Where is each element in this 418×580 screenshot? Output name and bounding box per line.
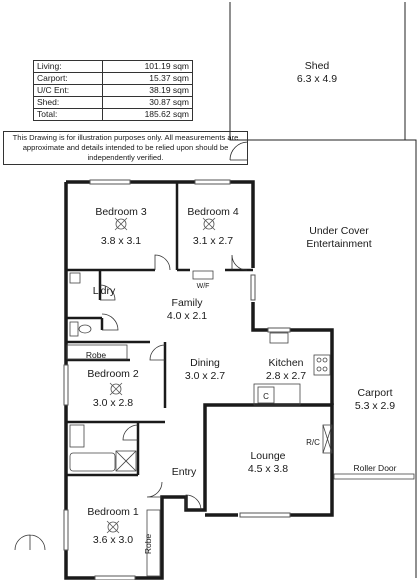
area-row: Total:185.62 sqm — [33, 108, 194, 121]
window-kitchen — [267, 327, 291, 333]
roller-door — [333, 473, 415, 480]
area-row: Shed:30.87 sqm — [33, 96, 194, 109]
toilet-icon — [78, 324, 92, 334]
door-bed1 — [146, 481, 163, 498]
room-dim: 4.5 x 3.8 — [247, 463, 289, 475]
room-lounge: Lounge 4.5 x 3.8 — [248, 450, 288, 476]
shed-door — [229, 141, 249, 161]
window-bed3 — [89, 179, 131, 185]
area-summary-table: Living:101.19 sqm Carport:15.37 sqm U/C … — [33, 60, 194, 121]
room-name: Family — [171, 297, 203, 309]
room-dining: Dining 3.0 x 2.7 — [185, 357, 225, 383]
door-wc — [101, 313, 119, 331]
room-entry: Entry — [172, 466, 197, 479]
room-name: Under Cover — [309, 225, 369, 237]
door-external — [14, 534, 46, 551]
room-dim: 2.8 x 2.7 — [265, 370, 307, 382]
room-bedroom-4: Bedroom 4 — [187, 206, 238, 219]
room-name: Entry — [171, 466, 197, 478]
area-row: Carport:15.37 sqm — [33, 72, 194, 85]
room-carport: Carport 5.3 x 2.9 — [355, 387, 395, 413]
roller-door-label: Roller Door — [353, 463, 397, 473]
cooktop — [313, 354, 331, 376]
room-name: Bedroom 3 — [95, 206, 147, 218]
area-row: Living:101.19 sqm — [33, 60, 194, 73]
ldry-tub — [69, 272, 81, 284]
window-bed2 — [63, 364, 69, 406]
window-family — [250, 274, 256, 301]
room-name: Lounge — [250, 450, 286, 462]
room-dim: 3.0 x 2.7 — [184, 370, 226, 382]
room-family: Family 4.0 x 2.1 — [167, 297, 207, 323]
room-dim: 3.1 x 2.7 — [192, 235, 234, 247]
room-bedroom-1-dim: 3.6 x 3.0 — [93, 534, 133, 547]
robe-bed1 — [146, 509, 161, 577]
room-dim: 5.3 x 2.9 — [354, 400, 396, 412]
room-name-2: Entertainment — [306, 238, 372, 250]
room-name: Bedroom 1 — [87, 506, 139, 518]
house-wall-top — [66, 180, 255, 268]
bath-tub — [69, 452, 116, 472]
door-bed2 — [149, 344, 166, 361]
room-name: Bedroom 2 — [87, 368, 139, 380]
room-kitchen: Kitchen 2.8 x 2.7 — [266, 357, 306, 383]
shower — [115, 450, 137, 472]
window-bed4 — [194, 179, 231, 185]
vanity — [69, 424, 85, 448]
window-lounge — [239, 512, 291, 518]
rc-label: R/C — [306, 438, 320, 447]
room-shed: Shed 6.3 x 4.9 — [297, 60, 337, 86]
door-entry — [185, 494, 202, 511]
room-bedroom-3-dim: 3.8 x 3.1 — [101, 235, 141, 248]
robe-label-bed1: Robe — [143, 533, 154, 555]
door-bed4 — [231, 254, 248, 271]
robe-label-bed2: Robe — [85, 350, 107, 360]
fridge-label: C — [263, 392, 269, 401]
house-wall-east-upper — [251, 302, 334, 405]
room-bedroom-2-dim: 3.0 x 2.8 — [93, 397, 133, 410]
kitchen-sink — [269, 332, 289, 344]
wf-label: W/F — [196, 283, 210, 290]
door-bed3 — [154, 254, 171, 271]
room-name: Bedroom 4 — [187, 206, 239, 218]
room-name: Kitchen — [268, 357, 304, 369]
disclaimer-box: This Drawing is for illustration purpose… — [3, 131, 248, 165]
room-dim: 6.3 x 4.9 — [296, 73, 338, 85]
wc-basin — [69, 321, 79, 337]
room-dim: 3.8 x 3.1 — [100, 235, 142, 247]
room-name: Carport — [357, 387, 393, 399]
robe-bed2-box — [66, 344, 128, 360]
room-bedroom-1: Bedroom 1 — [87, 506, 138, 519]
room-under-cover: Under Cover Entertainment — [306, 225, 371, 251]
room-dim: 4.0 x 2.1 — [166, 310, 208, 322]
window-bed1-south — [94, 575, 136, 580]
room-name: Dining — [190, 357, 220, 369]
room-laundry: L'dry — [93, 285, 115, 298]
rc-unit — [322, 424, 333, 454]
room-bedroom-3: Bedroom 3 — [95, 206, 146, 219]
room-dim: 3.6 x 3.0 — [92, 534, 134, 546]
door-ldry — [99, 284, 116, 301]
room-name: L'dry — [92, 285, 116, 297]
outdoor-outline — [230, 139, 417, 578]
room-bedroom-2: Bedroom 2 — [87, 368, 138, 381]
area-row: U/C Ent:38.19 sqm — [33, 84, 194, 97]
wf-unit — [192, 270, 214, 280]
fridge-c — [257, 386, 275, 404]
room-dim: 3.0 x 2.8 — [92, 397, 134, 409]
door-bath — [122, 424, 139, 441]
room-name: Shed — [304, 60, 330, 72]
window-bed1 — [63, 509, 69, 551]
kitchen-bench — [253, 383, 301, 406]
room-bedroom-4-dim: 3.1 x 2.7 — [193, 235, 233, 248]
